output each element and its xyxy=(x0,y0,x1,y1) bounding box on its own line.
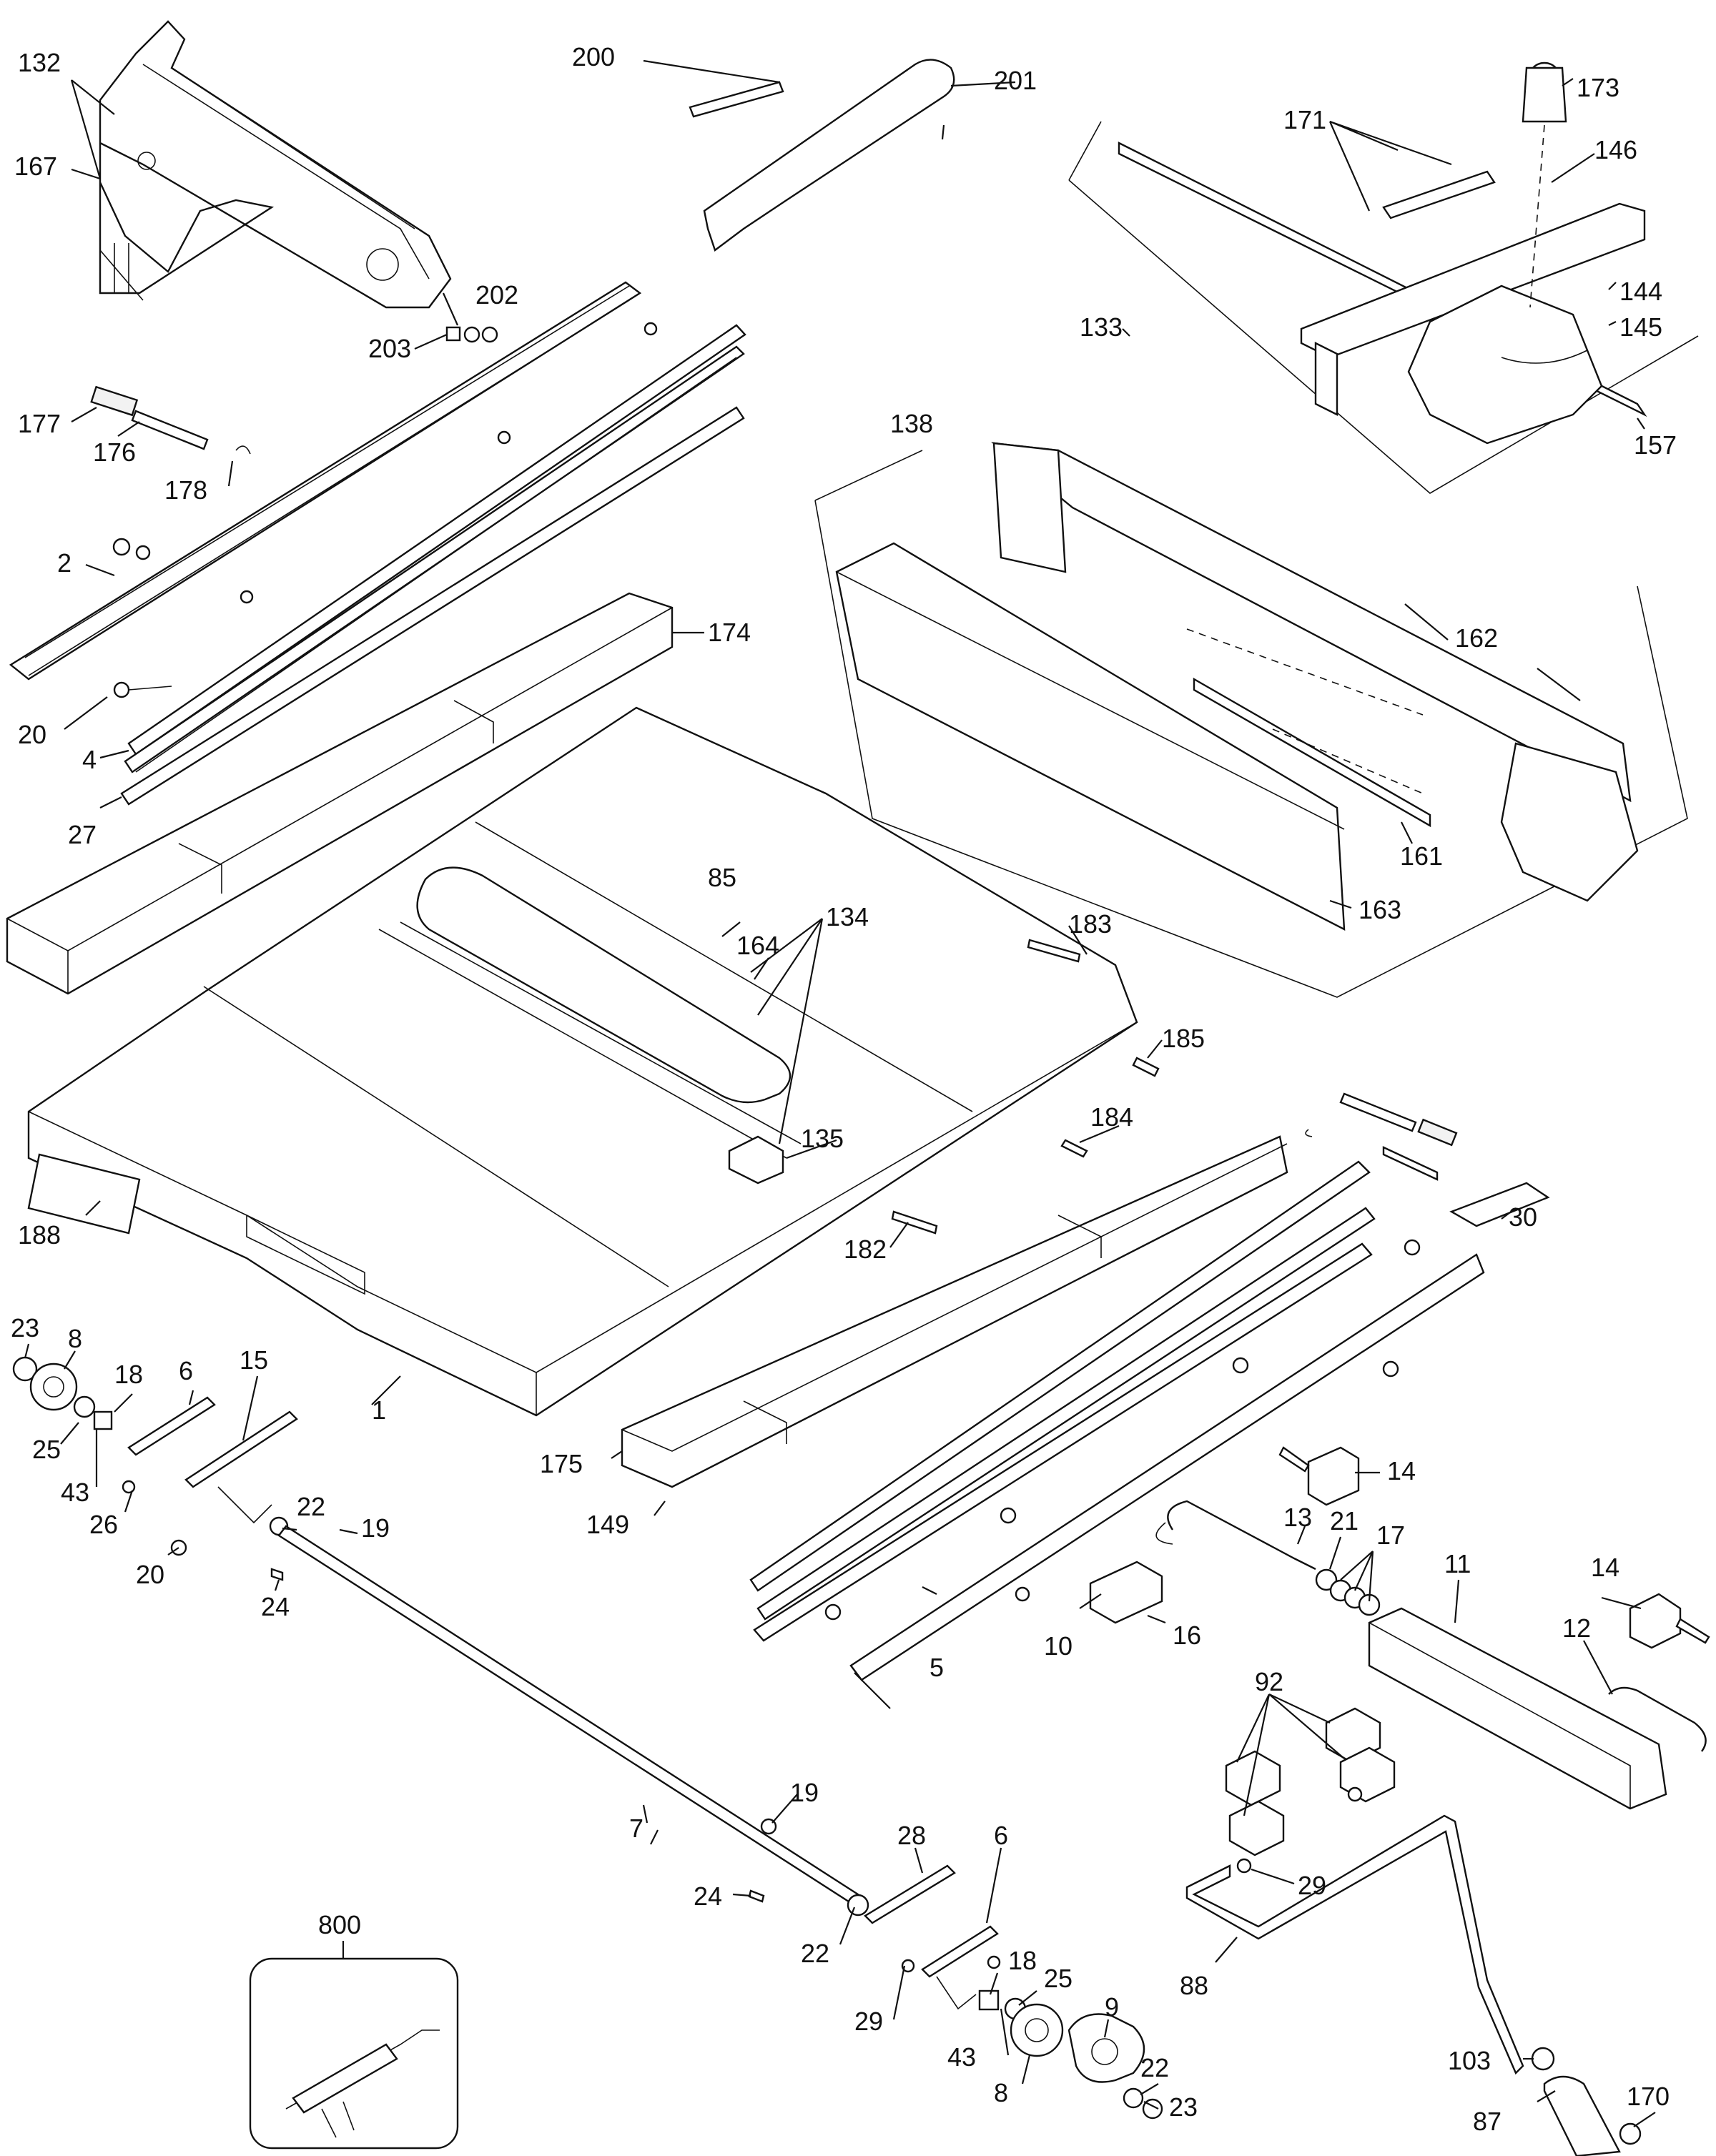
label-188: 188 xyxy=(18,1220,61,1250)
label-164: 164 xyxy=(736,931,779,960)
label-17: 17 xyxy=(1376,1520,1405,1550)
spring-pin-group xyxy=(90,322,658,698)
label-171: 171 xyxy=(1283,105,1326,134)
label-183: 183 xyxy=(1069,909,1112,939)
label-25b: 25 xyxy=(1044,1964,1072,1993)
label-157: 157 xyxy=(1634,430,1677,460)
label-132: 132 xyxy=(18,48,61,77)
label-10: 10 xyxy=(1044,1631,1072,1661)
label-14b: 14 xyxy=(1591,1553,1619,1582)
crank-handle xyxy=(1185,1814,1642,2156)
label-170: 170 xyxy=(1627,2082,1670,2111)
label-163: 163 xyxy=(1358,895,1401,924)
label-23b: 23 xyxy=(1169,2092,1198,2122)
label-133: 133 xyxy=(1080,312,1123,342)
label-175: 175 xyxy=(540,1449,583,1478)
label-167: 167 xyxy=(14,152,57,181)
label-201: 201 xyxy=(994,66,1037,95)
lock-assembly xyxy=(1089,1446,1710,1810)
label-6a: 6 xyxy=(179,1356,193,1385)
label-12: 12 xyxy=(1562,1613,1591,1643)
label-43a: 43 xyxy=(61,1478,89,1507)
label-173: 173 xyxy=(1577,73,1619,102)
label-178: 178 xyxy=(164,475,207,505)
main-table xyxy=(27,706,1138,1417)
label-1: 1 xyxy=(372,1395,386,1425)
label-20b: 20 xyxy=(136,1560,164,1589)
label-7: 7 xyxy=(629,1814,644,1843)
label-176: 176 xyxy=(93,437,136,467)
part-labels: 132 167 200 201 202 203 177 176 178 2 20… xyxy=(11,42,1677,2136)
label-135: 135 xyxy=(801,1124,844,1153)
label-19a: 19 xyxy=(361,1513,390,1543)
label-145: 145 xyxy=(1619,312,1662,342)
rip-fence xyxy=(814,442,1688,998)
label-27: 27 xyxy=(68,820,97,849)
label-21: 21 xyxy=(1330,1506,1358,1536)
label-22b: 22 xyxy=(801,1939,829,1968)
label-24a: 24 xyxy=(261,1592,290,1621)
leader-lines xyxy=(24,59,1656,2127)
label-8b: 8 xyxy=(994,2078,1008,2107)
label-18b: 18 xyxy=(1008,1946,1037,1975)
label-144: 144 xyxy=(1619,277,1662,306)
label-22a: 22 xyxy=(297,1492,325,1521)
label-138: 138 xyxy=(890,409,933,438)
label-146: 146 xyxy=(1594,135,1637,164)
label-203: 203 xyxy=(368,334,411,363)
label-29a: 29 xyxy=(1298,1871,1326,1900)
label-16: 16 xyxy=(1173,1621,1201,1650)
label-8a: 8 xyxy=(68,1324,82,1353)
label-4: 4 xyxy=(82,745,97,774)
rear-extension xyxy=(6,592,674,995)
label-28: 28 xyxy=(897,1821,926,1850)
label-15: 15 xyxy=(240,1345,268,1375)
front-extension xyxy=(621,1129,1485,1681)
label-2: 2 xyxy=(57,548,72,578)
label-149: 149 xyxy=(586,1510,629,1539)
label-185: 185 xyxy=(1162,1024,1205,1053)
left-height-mechanism xyxy=(12,1356,298,1556)
label-9: 9 xyxy=(1105,1992,1119,2022)
label-18a: 18 xyxy=(114,1360,143,1389)
label-800: 800 xyxy=(318,1910,361,1939)
label-182: 182 xyxy=(844,1235,887,1264)
label-92: 92 xyxy=(1255,1667,1283,1696)
label-30: 30 xyxy=(1509,1202,1537,1232)
label-162: 162 xyxy=(1455,623,1498,653)
label-13: 13 xyxy=(1283,1503,1312,1532)
label-24b: 24 xyxy=(694,1881,722,1911)
right-height-mechanism xyxy=(847,1864,1163,2120)
label-6b: 6 xyxy=(994,1821,1008,1850)
label-161: 161 xyxy=(1400,841,1443,871)
front-rail-assembly xyxy=(9,281,746,806)
label-43b: 43 xyxy=(947,2042,976,2072)
label-174: 174 xyxy=(708,618,751,647)
inset-box-800 xyxy=(249,1957,459,2150)
label-22c: 22 xyxy=(1140,2053,1169,2082)
label-87: 87 xyxy=(1473,2107,1502,2136)
label-103: 103 xyxy=(1448,2046,1491,2075)
blade-guard-assembly xyxy=(99,20,452,309)
label-25a: 25 xyxy=(32,1435,61,1464)
label-88: 88 xyxy=(1180,1971,1208,2000)
label-11: 11 xyxy=(1444,1549,1471,1578)
bracket-set xyxy=(1225,1707,1396,1874)
label-5: 5 xyxy=(930,1653,944,1682)
label-200: 200 xyxy=(572,42,615,71)
label-23a: 23 xyxy=(11,1313,39,1342)
miter-gauge xyxy=(1068,61,1699,494)
label-20a: 20 xyxy=(18,720,46,749)
label-29b: 29 xyxy=(854,2007,883,2036)
label-177: 177 xyxy=(18,409,61,438)
label-85: 85 xyxy=(708,863,736,892)
label-202: 202 xyxy=(475,280,518,310)
label-19b: 19 xyxy=(790,1778,819,1807)
label-14a: 14 xyxy=(1387,1456,1416,1485)
misc-small-parts xyxy=(27,59,1550,1235)
label-134: 134 xyxy=(826,902,869,931)
label-184: 184 xyxy=(1090,1102,1133,1132)
label-26: 26 xyxy=(89,1510,118,1539)
